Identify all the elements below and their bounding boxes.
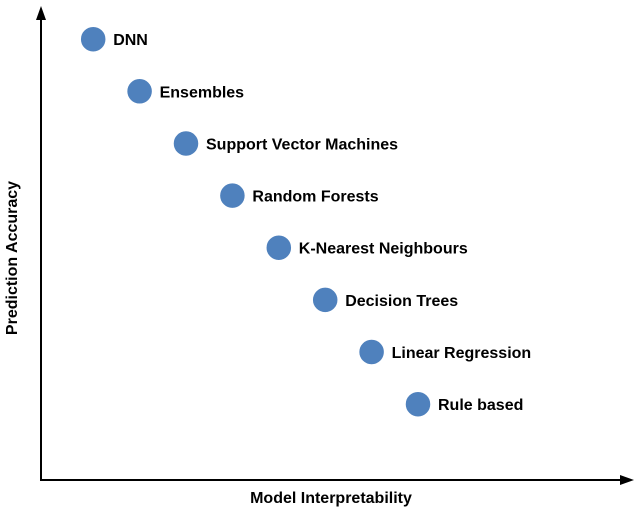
data-point bbox=[357, 338, 386, 366]
data-point bbox=[311, 286, 339, 314]
axes bbox=[36, 6, 634, 485]
data-point bbox=[218, 181, 247, 210]
data-point bbox=[265, 233, 293, 262]
data-point-label: Support Vector Machines bbox=[206, 137, 398, 154]
data-point-label: Ensembles bbox=[160, 84, 245, 101]
x-axis-arrow-icon bbox=[620, 475, 634, 485]
data-point-label: DNN bbox=[113, 32, 148, 49]
data-point-label: Linear Regression bbox=[392, 345, 532, 362]
data-point-label: Rule based bbox=[438, 397, 523, 414]
data-point-label: Decision Trees bbox=[345, 293, 458, 310]
y-axis-arrow-icon bbox=[36, 6, 46, 20]
data-point bbox=[404, 390, 432, 418]
data-point bbox=[125, 77, 154, 106]
data-point bbox=[172, 129, 200, 158]
x-axis-label: Model Interpretability bbox=[250, 490, 412, 507]
data-point-label: Random Forests bbox=[252, 189, 378, 206]
y-axis-label: Prediction Accuracy bbox=[4, 181, 21, 335]
data-point-label: K-Nearest Neighbours bbox=[299, 241, 468, 258]
data-point bbox=[79, 25, 107, 53]
